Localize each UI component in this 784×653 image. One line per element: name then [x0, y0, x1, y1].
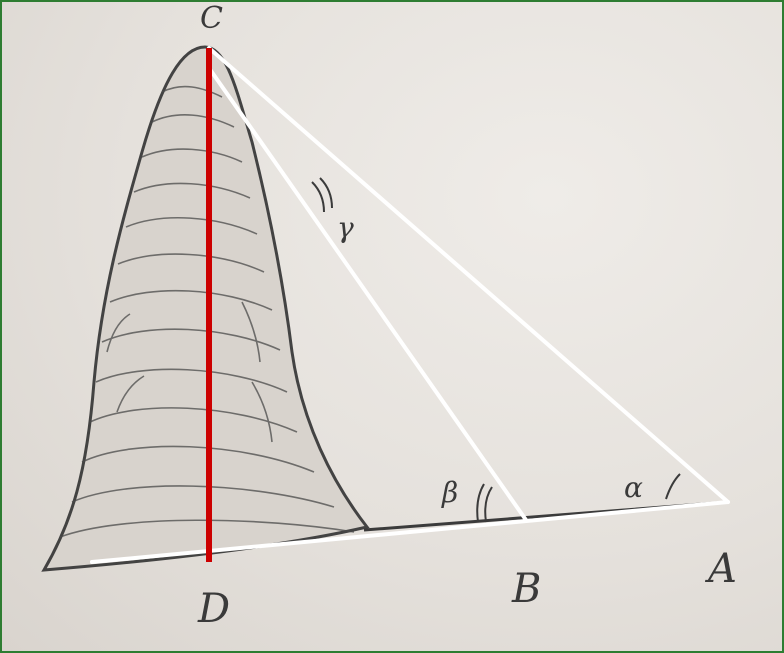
angle-gamma-arc-2: [319, 177, 333, 209]
label-angle-alpha: α: [624, 471, 643, 504]
baseline-D-A: [90, 500, 730, 564]
construction-lines: [90, 46, 730, 564]
angle-beta-arc-2: [484, 486, 493, 523]
label-angle-beta: β: [441, 476, 458, 509]
label-angle-gamma: γ: [337, 211, 354, 244]
label-point-C: C: [200, 2, 223, 36]
label-point-A: A: [704, 546, 737, 592]
line-C-A: [207, 46, 730, 504]
angle-marks: [311, 177, 681, 523]
line-C-B: [207, 66, 528, 522]
angle-alpha-arc: [665, 473, 681, 500]
label-point-D: D: [197, 586, 230, 632]
label-point-B: B: [511, 566, 541, 612]
angle-gamma-arc-1: [311, 181, 325, 213]
angle-beta-arc-1: [476, 483, 485, 523]
